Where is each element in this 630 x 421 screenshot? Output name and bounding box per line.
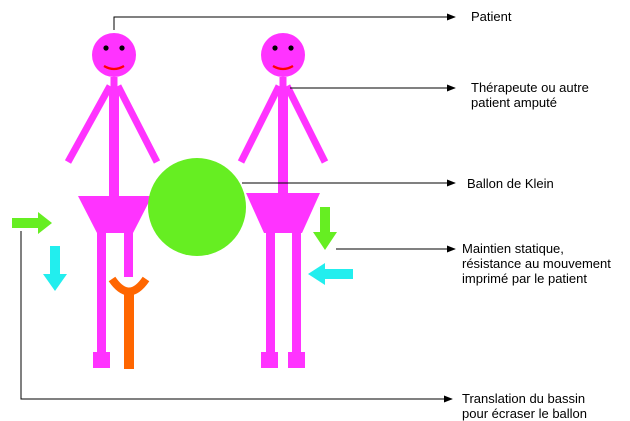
label-therapist: Thérapeute ou autre patient amputé	[471, 80, 589, 110]
patient-eye-right	[119, 45, 124, 50]
leader-patient	[114, 17, 455, 30]
arrow-left-cyan-icon	[308, 263, 353, 285]
label-translation: Translation du bassin pour écraser le ba…	[462, 391, 587, 421]
klein-ball	[148, 158, 246, 256]
patient-arm-right	[118, 86, 157, 162]
label-static-line3: imprimé par le patient	[462, 271, 611, 286]
prosthesis-icon	[112, 279, 146, 292]
patient-leg-left	[97, 231, 106, 353]
patient-head	[92, 33, 136, 77]
prosthesis-shaft	[124, 292, 134, 369]
patient-pelvis	[78, 196, 152, 233]
therapist-foot-right	[288, 352, 305, 368]
label-translation-line2: pour écraser le ballon	[462, 406, 587, 421]
label-static-line1: Maintien statique,	[462, 241, 611, 256]
arrow-down-cyan-icon	[43, 246, 67, 291]
patient-foot-left	[93, 352, 110, 368]
therapist-arm-left	[241, 86, 279, 162]
patient-figure	[68, 33, 157, 369]
therapist-head	[261, 33, 305, 77]
label-ball: Ballon de Klein	[467, 176, 554, 191]
therapist-arm-right	[287, 86, 325, 162]
arrow-right-green-icon	[12, 212, 52, 234]
therapist-eye-right	[288, 45, 293, 50]
therapist-leg-right	[292, 231, 301, 353]
label-static-line2: résistance au mouvement	[462, 256, 611, 271]
therapist-pelvis	[246, 193, 320, 233]
patient-arm-left	[68, 86, 110, 162]
patient-leg-right-stump	[124, 231, 133, 277]
label-translation-line1: Translation du bassin	[462, 391, 587, 406]
therapist-figure	[241, 33, 325, 368]
therapist-foot-left	[261, 352, 278, 368]
label-patient: Patient	[471, 9, 511, 24]
therapist-leg-left	[266, 231, 275, 353]
patient-eye-left	[103, 45, 108, 50]
label-static: Maintien statique, résistance au mouveme…	[462, 241, 611, 286]
label-therapist-line1: Thérapeute ou autre	[471, 80, 589, 95]
arrow-down-green-icon	[313, 207, 337, 250]
therapist-eye-left	[272, 45, 277, 50]
leader-translation	[21, 231, 452, 399]
label-therapist-line2: patient amputé	[471, 95, 589, 110]
